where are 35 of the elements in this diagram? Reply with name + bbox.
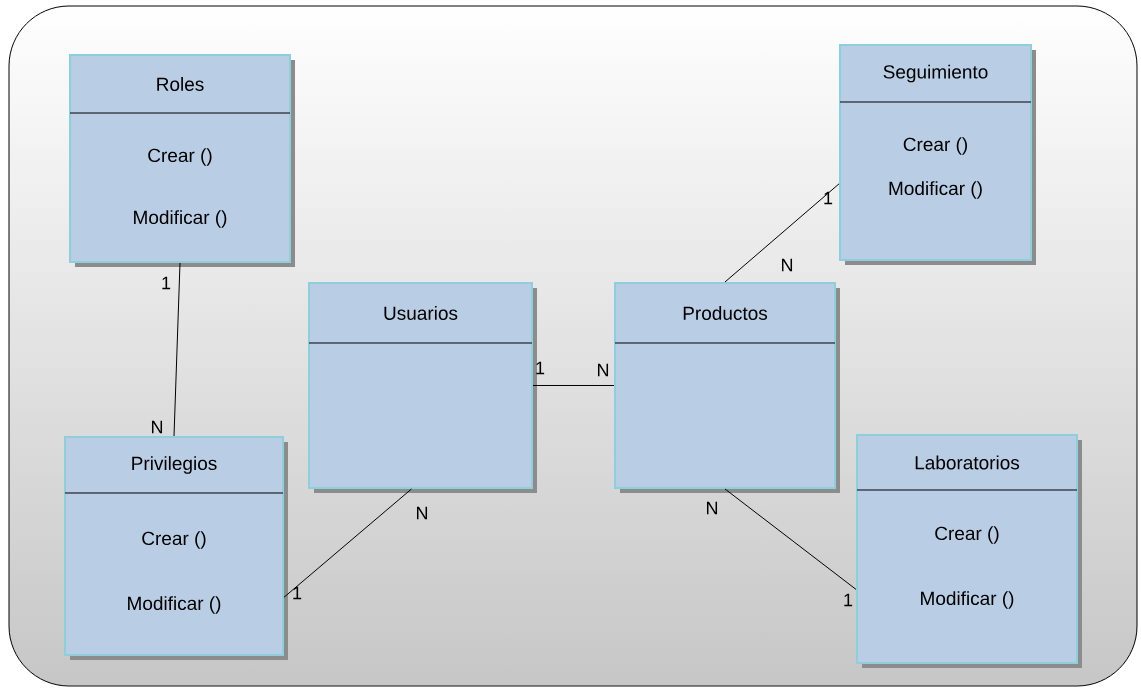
method-text: Crear () xyxy=(935,526,999,544)
connector-line xyxy=(173,262,181,437)
class-box xyxy=(839,44,1036,265)
multiplicity-label: N xyxy=(417,506,428,520)
class-box xyxy=(614,282,840,493)
connector-line xyxy=(532,385,615,386)
multiplicity-label: 1 xyxy=(824,191,833,205)
class-box xyxy=(856,434,1082,668)
method-text: Crear () xyxy=(903,137,967,155)
class-box xyxy=(308,282,537,493)
multiplicity-label: 1 xyxy=(162,276,171,290)
method-text: Modificar () xyxy=(889,181,982,199)
method-text: Modificar () xyxy=(921,591,1014,609)
multiplicity-label: N xyxy=(152,420,163,434)
multiplicity-label: 1 xyxy=(844,593,853,607)
method-text: Modificar () xyxy=(134,210,227,228)
multiplicity-label: N xyxy=(707,501,718,515)
method-text: Crear () xyxy=(148,148,212,166)
multiplicity-label: 1 xyxy=(536,361,545,375)
class-box xyxy=(64,436,288,660)
multiplicity-label: 1 xyxy=(293,586,302,600)
method-text: Crear () xyxy=(142,531,206,549)
class-name: Usuarios xyxy=(384,306,458,320)
method-text: Modificar () xyxy=(128,596,221,614)
connector-line xyxy=(724,183,840,283)
class-name: Laboratorios xyxy=(915,455,1020,470)
class-name: Privilegios xyxy=(132,456,217,474)
class-name: Seguimiento xyxy=(883,64,988,83)
multiplicity-label: N xyxy=(782,258,793,272)
class-name: Roles xyxy=(157,77,204,91)
connector-line xyxy=(724,488,857,590)
class-name: Productos xyxy=(683,306,768,320)
connector-line xyxy=(283,488,412,598)
multiplicity-label: N xyxy=(598,363,609,377)
class-box xyxy=(69,54,295,267)
